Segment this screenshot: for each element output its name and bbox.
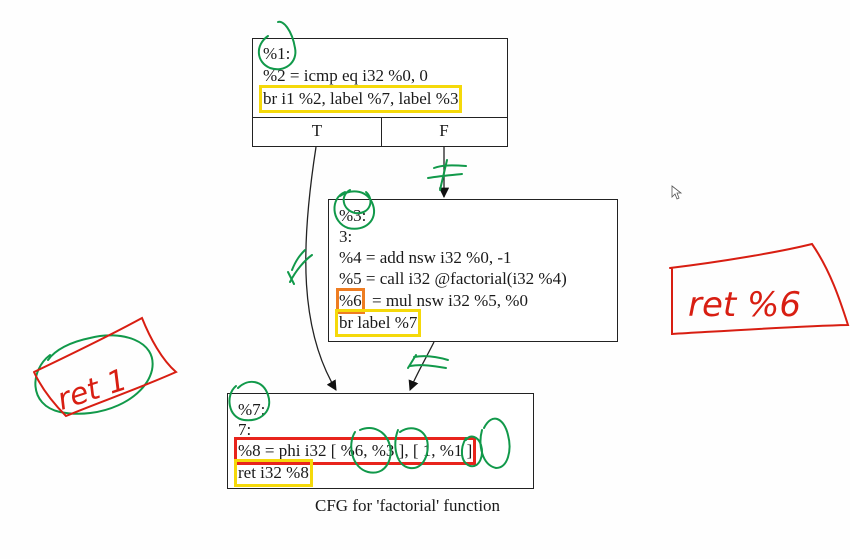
node-1-icmp: %2 = icmp eq i32 %0, 0	[263, 66, 428, 85]
annotation-ret-6: ret %6	[688, 285, 801, 325]
node-7-label: 7:	[238, 420, 252, 439]
node-1-header: %1:	[263, 44, 291, 63]
ret-6-box	[669, 242, 850, 336]
cfg-node-3: %3: 3: %4 = add nsw i32 %0, -1 %5 = call…	[328, 199, 618, 342]
true-edge-mark	[287, 249, 313, 285]
node-3-label: 3:	[339, 227, 353, 246]
node-3-mul: = mul nsw i32 %5, %0	[372, 291, 528, 310]
circle-mark-3b	[342, 189, 372, 215]
port-divider	[253, 117, 507, 118]
node-7-phi: %8 = phi i32 [ %6, %3 ], [ 1, %1 ]	[233, 437, 477, 465]
port-false: F	[439, 121, 449, 140]
circle-mark-phi-3	[394, 427, 429, 470]
port-separator	[381, 117, 382, 146]
edge-3-to-7	[408, 341, 435, 391]
node-1-branch: br i1 %2, label %7, label %3	[258, 85, 463, 113]
node-3-add: %4 = add nsw i32 %0, -1	[339, 248, 512, 267]
annotation-ret-1: ret 1	[53, 362, 132, 417]
node-3-branch: br label %7	[334, 309, 422, 337]
back-edge-mark	[407, 354, 449, 369]
circle-mark-phi-1	[460, 435, 483, 468]
circle-mark-phi-6	[350, 427, 392, 474]
circle-mark-7	[228, 380, 271, 422]
circle-mark-1	[257, 20, 297, 71]
ret-1-box	[33, 316, 178, 418]
port-true: T	[311, 121, 323, 140]
node-3-mul-result: %6	[336, 288, 365, 314]
node-3-call: %5 = call i32 @factorial(i32 %4)	[339, 269, 567, 288]
circle-mark-3	[333, 190, 376, 230]
false-edge-mark	[427, 159, 467, 191]
ret-1-circle	[34, 334, 154, 415]
diagram-title: CFG for 'factorial' function	[315, 496, 501, 515]
cfg-node-7: %7: 7: %8 = phi i32 [ %6, %3 ], [ 1, %1 …	[227, 393, 534, 489]
node-7-header: %7:	[238, 400, 266, 419]
node-7-ret: ret i32 %8	[234, 459, 313, 487]
edge-true-1-to-7	[305, 146, 337, 391]
circle-mark-phi-pct1	[479, 417, 511, 470]
node-3-header: %3:	[339, 206, 367, 225]
mouse-cursor-icon	[671, 185, 683, 200]
